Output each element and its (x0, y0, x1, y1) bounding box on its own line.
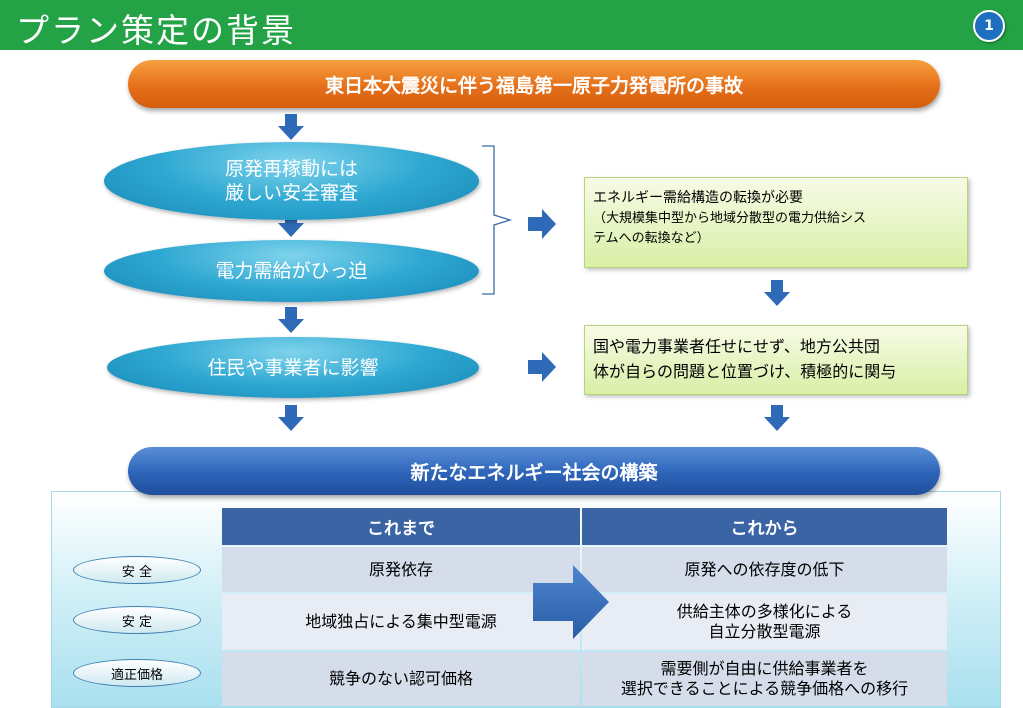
before-cell: 原発依存 (222, 547, 580, 592)
arrow-right-icon (528, 209, 556, 239)
header-before: これまで (222, 508, 580, 545)
after-cell: 原発への依存度の低下 (582, 547, 947, 592)
box-text: （大規模集中型から地域分散型の電力供給シス (593, 211, 867, 226)
page-title: プラン策定の背景 (16, 11, 296, 50)
after-line: 需要側が自由に供給事業者を (660, 659, 869, 678)
after-cell: 供給主体の多様化による 自立分散型電源 (582, 594, 947, 650)
impact-oval: 住民や事業者に影響 (107, 337, 479, 398)
arrow-down-icon (278, 307, 304, 333)
label-fair-price: 適正価格 (73, 659, 201, 687)
header-after: これから (582, 508, 947, 545)
supply-tight-oval: 電力需給がひっ迫 (104, 240, 479, 302)
title-bar: プラン策定の背景 1 (0, 0, 1023, 50)
arrow-right-icon (528, 352, 556, 382)
before-cell: 競争のない認可価格 (222, 652, 580, 706)
after-line: 原発への依存度の低下 (684, 559, 845, 579)
after-line: 自立分散型電源 (708, 622, 821, 641)
bracket-shape (482, 145, 513, 295)
earthquake-accident-banner: 東日本大震災に伴う福島第一原子力発電所の事故 (128, 60, 940, 108)
arrow-down-icon (764, 405, 790, 431)
arrow-down-icon (278, 405, 304, 431)
box-text: エネルギー需給構造の転換が必要 (593, 190, 803, 206)
label-safety: 安 全 (73, 556, 201, 584)
label-stability: 安 定 (73, 606, 201, 634)
arrow-down-icon (278, 211, 304, 237)
after-line: 供給主体の多様化による (676, 602, 853, 621)
page-number-badge: 1 (973, 10, 1005, 42)
before-cell: 地域独占による集中型電源 (222, 594, 580, 650)
oval-line: 原発再稼動には (224, 158, 358, 180)
box-text: 国や電力事業者任せにせず、地方公共団 (593, 337, 880, 356)
arrow-down-icon (764, 280, 790, 306)
box-text: 体が自らの問題と位置づけ、積極的に関与 (593, 362, 897, 381)
box-text: テムへの転換など） (593, 231, 710, 246)
new-energy-society-banner: 新たなエネルギー社会の構築 (128, 447, 940, 495)
after-cell: 需要側が自由に供給事業者を 選択できることによる競争価格への移行 (582, 652, 947, 706)
local-government-box: 国や電力事業者任せにせず、地方公共団 体が自らの問題と位置づけ、積極的に関与 (584, 325, 968, 395)
oval-line: 厳しい安全審査 (224, 182, 358, 204)
safety-review-oval: 原発再稼動には 厳しい安全審査 (104, 142, 479, 220)
energy-transition-box: エネルギー需給構造の転換が必要 （大規模集中型から地域分散型の電力供給シス テム… (584, 177, 968, 268)
after-line: 選択できることによる競争価格への移行 (620, 679, 909, 698)
transition-arrow-icon (533, 565, 609, 639)
arrow-down-icon (278, 114, 304, 140)
